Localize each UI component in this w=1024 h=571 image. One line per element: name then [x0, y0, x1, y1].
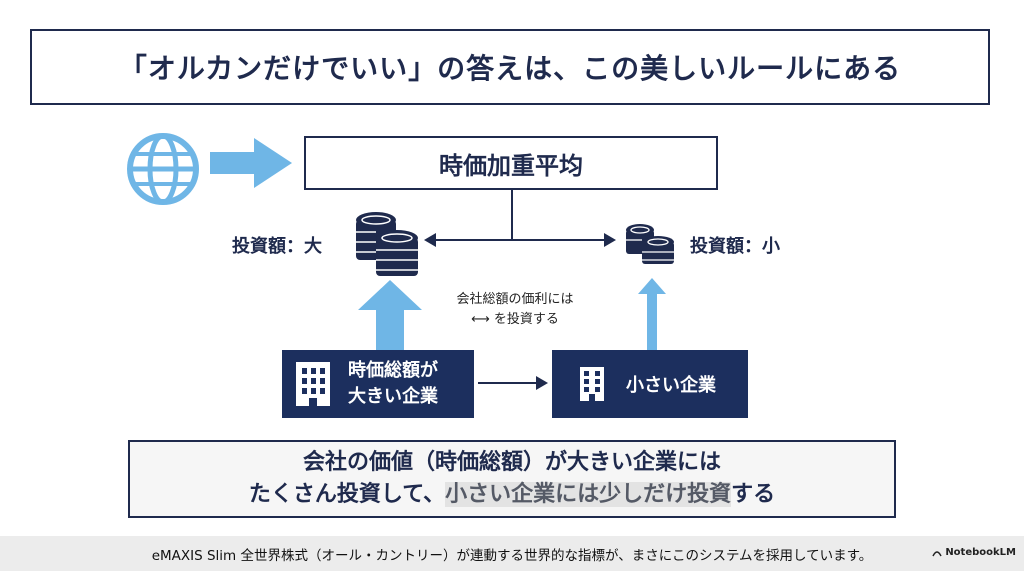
summary-line2: たくさん投資して、小さい企業には少しだけ投資する	[249, 479, 775, 511]
up-arrow-small-icon	[638, 278, 666, 350]
summary-line2-part1: たくさん投資して、	[248, 482, 446, 507]
investment-small-label: 投資額：小	[690, 236, 780, 257]
weighting-note-line2: ⟷ を投資する	[430, 310, 600, 330]
large-company-label-line1: 時価総額が	[348, 360, 438, 381]
investment-large-label: 投資額：大	[232, 236, 322, 257]
weighting-note-line1: 会社総額の価利には	[456, 292, 574, 307]
weighting-note-line2-text: を投資する	[493, 312, 559, 327]
subtitle-caption: eMAXIS Slim 全世界株式（オール・カントリー）が連動する世界的な指標が…	[0, 536, 1024, 571]
summary-line2-highlight: 小さい企業には少しだけ投資	[445, 482, 732, 507]
brand-label: NotebookLM	[945, 547, 1016, 558]
large-company-label: 時価総額が 大きい企業	[348, 358, 438, 410]
weighting-method-box: 時価加重平均	[304, 136, 718, 190]
coins-small-icon	[626, 224, 674, 264]
bidirectional-arrow-icon: ⟷	[471, 312, 490, 327]
summary-line2-part3: する	[731, 482, 776, 507]
small-company-box: 小さい企業	[552, 350, 748, 418]
globe-icon	[127, 133, 199, 205]
flow-arrow-right-icon	[210, 138, 292, 188]
large-company-box: 時価総額が 大きい企業	[282, 350, 474, 418]
up-arrow-large-icon	[358, 280, 422, 350]
notebooklm-logo-icon	[932, 550, 942, 556]
large-company-label-line2: 大きい企業	[348, 386, 438, 407]
building-icon	[296, 362, 330, 406]
building-icon	[580, 367, 604, 401]
notebooklm-watermark: NotebookLM	[932, 547, 1016, 558]
small-company-label: 小さい企業	[626, 375, 716, 396]
company-flow-arrow-icon	[478, 376, 548, 390]
weighting-connector	[424, 190, 616, 247]
weighting-note: 会社総額の価利には ⟷ を投資する	[430, 290, 600, 330]
page-title: 「オルカンだけでいい」の答えは、この美しいルールにある	[30, 29, 990, 105]
summary-box: 会社の価値（時価総額）が大きい企業には たくさん投資して、小さい企業には少しだけ…	[128, 440, 896, 518]
summary-line1: 会社の価値（時価総額）が大きい企業には	[302, 450, 721, 475]
coins-large-icon	[356, 212, 418, 276]
